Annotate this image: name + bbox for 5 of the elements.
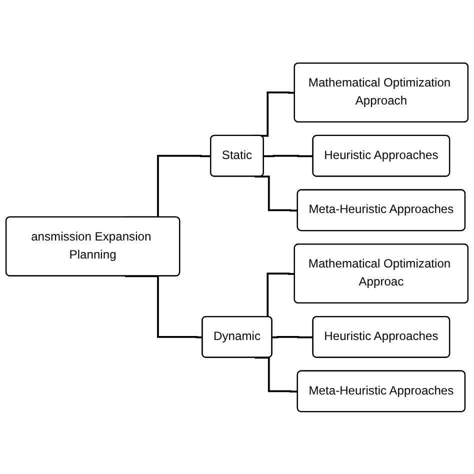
connector (254, 175, 298, 212)
connector (272, 336, 314, 338)
connector (254, 356, 298, 392)
connector (264, 154, 314, 157)
connector (125, 274, 203, 338)
